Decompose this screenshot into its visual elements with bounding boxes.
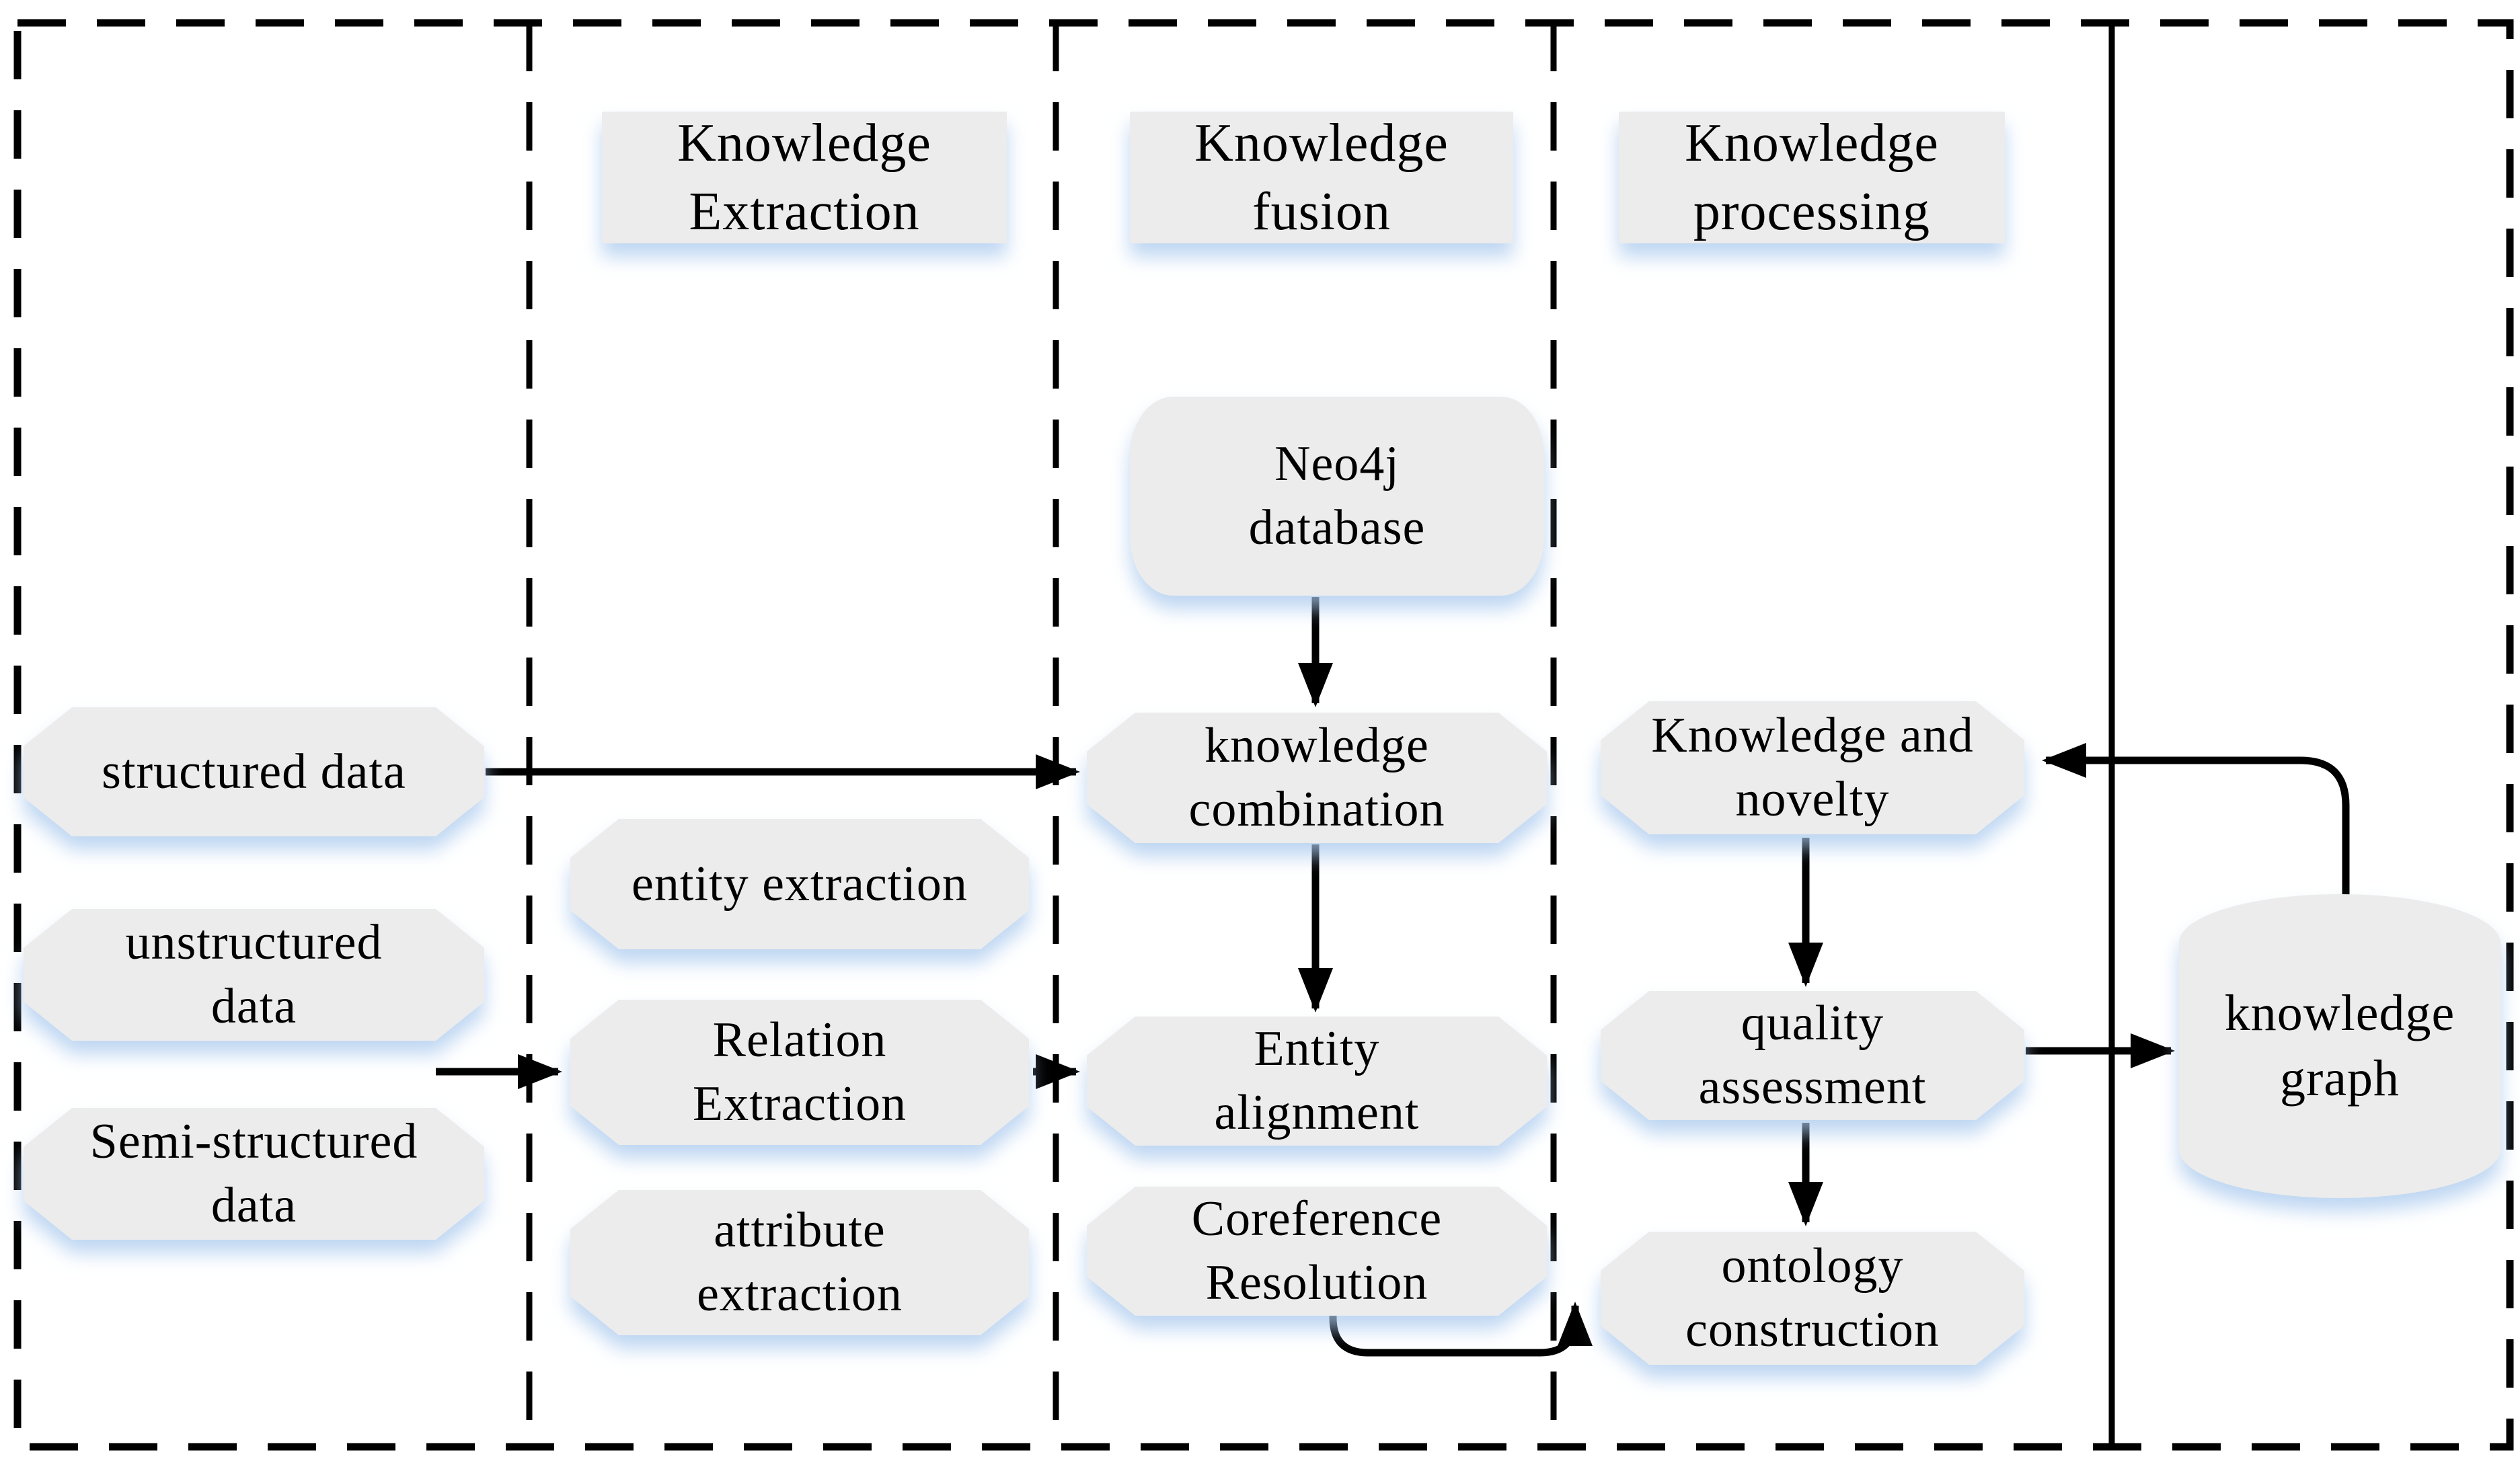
node-knowledge-graph-label: knowledge graph <box>2224 984 2455 1107</box>
node-quality-assessment-label: quality assessment <box>1698 996 1927 1115</box>
node-knowledge-combination: knowledge combination <box>1087 713 1547 843</box>
node-entity-extraction: entity extraction <box>570 819 1029 949</box>
node-unstructured-data: unstructured data <box>24 909 484 1041</box>
node-unstructured-data-label: unstructured data <box>125 915 383 1034</box>
node-semistructured-data-label: Semi-structured data <box>89 1114 418 1233</box>
lane-header-fusion-label: Knowledge fusion <box>1194 113 1449 241</box>
node-attribute-extraction-label: attribute extraction <box>697 1203 903 1322</box>
lane-header-extraction-label: Knowledge Extraction <box>677 113 931 241</box>
node-knowledge-and-novelty-label: Knowledge and novelty <box>1651 708 1974 827</box>
node-ontology-construction-label: ontology construction <box>1685 1238 1940 1357</box>
node-knowledge-graph: knowledge graph <box>2179 894 2500 1198</box>
node-ontology-construction: ontology construction <box>1601 1232 2024 1365</box>
node-neo4j-database: Neo4j database <box>1130 397 1544 596</box>
node-quality-assessment: quality assessment <box>1601 991 2024 1120</box>
node-knowledge-combination-label: knowledge combination <box>1188 718 1445 837</box>
node-neo4j-database-label: Neo4j database <box>1248 436 1426 555</box>
node-entity-alignment-label: Entity alignment <box>1214 1021 1420 1140</box>
arrow-kg-feedback-to-novelty <box>2042 743 2350 900</box>
node-entity-alignment: Entity alignment <box>1087 1017 1547 1146</box>
outer-dashed-border <box>13 19 2514 1451</box>
node-semistructured-data: Semi-structured data <box>24 1108 484 1240</box>
lane-header-fusion: Knowledge fusion <box>1130 112 1513 243</box>
node-relation-extraction: Relation Extraction <box>570 1000 1029 1145</box>
arrow-coreference-to-ontology <box>1329 1302 1593 1357</box>
node-structured-data: structured data <box>24 707 484 836</box>
node-coreference-resolution: Coreference Resolution <box>1087 1187 1547 1316</box>
lane-header-processing: Knowledge processing <box>1619 112 2005 243</box>
node-relation-extraction-label: Relation Extraction <box>692 1013 907 1131</box>
node-structured-data-label: structured data <box>102 744 406 799</box>
node-attribute-extraction: attribute extraction <box>570 1190 1029 1335</box>
node-knowledge-and-novelty: Knowledge and novelty <box>1601 701 2024 834</box>
lane-header-processing-label: Knowledge processing <box>1685 113 1939 241</box>
node-coreference-resolution-label: Coreference Resolution <box>1191 1191 1443 1310</box>
node-entity-extraction-label: entity extraction <box>632 856 968 912</box>
lane-header-extraction: Knowledge Extraction <box>602 112 1007 243</box>
